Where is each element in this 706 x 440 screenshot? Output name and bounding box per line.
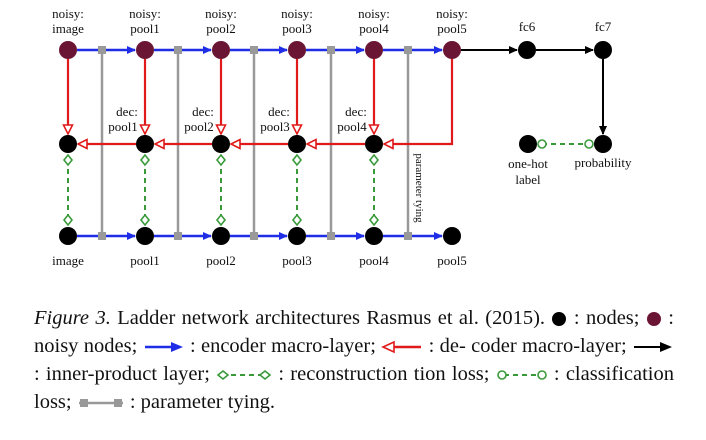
reconstruction-diamond-icon [215, 153, 227, 167]
parameter-tying-square [250, 46, 258, 54]
parameter-tying-label: parameter tying [413, 153, 425, 223]
clean-node [136, 227, 154, 245]
caption-reconstruction-part2: tion loss; [413, 363, 490, 385]
bottom-label: pool3 [282, 253, 312, 268]
reconstruction-diamond-icon [139, 213, 151, 227]
parameter-tying-square [404, 232, 412, 240]
decoder-node [136, 135, 154, 153]
fc6-label: fc6 [519, 19, 536, 34]
noisy-node [288, 41, 306, 59]
probability-label: probability [574, 155, 632, 170]
top-label-line1: noisy: [281, 6, 313, 21]
one-hot-node [519, 135, 537, 153]
clean-node [365, 227, 383, 245]
noisy-node [365, 41, 383, 59]
top-label-line2: image [52, 21, 84, 36]
parameter-tying-square [327, 46, 335, 54]
fc-node [518, 41, 536, 59]
caption-reconstruction-part1: : reconstruction [272, 363, 408, 385]
parameter-tying-square [404, 46, 412, 54]
top-label-line2: pool4 [359, 21, 389, 36]
clean-node [443, 227, 461, 245]
encoder-arrow-icon [144, 342, 183, 353]
top-label-line2: pool1 [130, 21, 160, 36]
parameter-tying-square [98, 46, 106, 54]
decoder-arrow-icon [381, 341, 422, 354]
top-label-line2: pool5 [437, 21, 467, 36]
caption-line1: Ladder network architectures Rasmus et a… [110, 307, 546, 329]
noisy-node-symbol-icon [646, 312, 661, 327]
dec-label-line2: pool4 [337, 119, 367, 134]
parameter-tying-square [327, 232, 335, 240]
caption-inner-product: : inner-product layer; [34, 363, 210, 385]
reconstruction-diamond-icon [291, 153, 303, 167]
probability-node [594, 135, 612, 153]
reconstruction-diamond-icon [291, 213, 303, 227]
reconstruction-diamond-icon [62, 213, 74, 227]
decoder-top-arrow [382, 59, 454, 150]
noisy-node [212, 41, 230, 59]
classification-loss-end-icon [537, 139, 547, 149]
bottom-label: pool1 [130, 253, 160, 268]
clean-node [212, 227, 230, 245]
decoder-node [288, 135, 306, 153]
caption-classification: : classification loss; [34, 363, 674, 413]
fc-node [594, 41, 612, 59]
dec-label-line1: dec: [345, 104, 367, 119]
reconstruction-diamond-icon [215, 213, 227, 227]
caption-decoder-part2: coder macro-layer; [471, 335, 627, 357]
top-label-line2: pool3 [282, 21, 312, 36]
dec-label-line2: pool2 [184, 119, 214, 134]
figure-caption: Figure 3. Ladder network architectures R… [34, 304, 674, 416]
top-label-line1: noisy: [358, 6, 390, 21]
ladder-network-diagram: noisy:imagenoisy:pool1noisy:pool2noisy:p… [52, 6, 632, 268]
dec-label-line1: dec: [192, 104, 214, 119]
reconstruction-diamond-icon [368, 213, 380, 227]
parameter-tying-icon [78, 399, 123, 408]
figure-label: Figure 3. [34, 307, 111, 329]
decoder-node [365, 135, 383, 153]
node-symbol-icon [552, 312, 567, 327]
inner-product-arrow-icon [634, 342, 673, 353]
caption-decoder-part1: : de- [423, 335, 466, 357]
decoder-node [212, 135, 230, 153]
clean-node [288, 227, 306, 245]
parameter-tying-square [174, 46, 182, 54]
top-label-line2: pool2 [206, 21, 236, 36]
noisy-node [136, 41, 154, 59]
bottom-label: pool5 [437, 253, 467, 268]
dec-label-line1: dec: [268, 104, 290, 119]
classification-loss-icon [496, 370, 547, 381]
classification-loss-end-icon [584, 139, 594, 149]
top-label-line1: noisy: [129, 6, 161, 21]
parameter-tying-square [250, 232, 258, 240]
one-hot-label-line2: label [515, 172, 541, 187]
noisy-node [443, 41, 461, 59]
dec-label-line2: pool3 [260, 119, 290, 134]
one-hot-label-line1: one-hot [508, 156, 548, 171]
caption-colon1: : [567, 307, 580, 329]
decoder-node [59, 135, 77, 153]
dec-label-line1: dec: [116, 104, 138, 119]
caption-noisy-nodes: : noisy nodes; [34, 307, 674, 357]
top-label-line1: noisy: [205, 6, 237, 21]
reconstruction-diamond-icon [62, 153, 74, 167]
top-label-line1: noisy: [436, 6, 468, 21]
caption-encoder: : encoder macro-layer; [184, 335, 376, 357]
noisy-node [59, 41, 77, 59]
reconstruction-loss-icon [216, 370, 272, 381]
top-label-line1: noisy: [52, 6, 84, 21]
caption-nodes: nodes; [585, 307, 640, 329]
caption-parameter-tying: : parameter tying. [124, 391, 276, 413]
parameter-tying-square [98, 232, 106, 240]
bottom-label: pool4 [359, 253, 389, 268]
dec-label-line2: pool1 [108, 119, 138, 134]
reconstruction-diamond-icon [139, 153, 151, 167]
bottom-label: image [52, 253, 84, 268]
parameter-tying-square [174, 232, 182, 240]
reconstruction-diamond-icon [368, 153, 380, 167]
bottom-label: pool2 [206, 253, 236, 268]
fc7-label: fc7 [595, 19, 612, 34]
clean-node [59, 227, 77, 245]
